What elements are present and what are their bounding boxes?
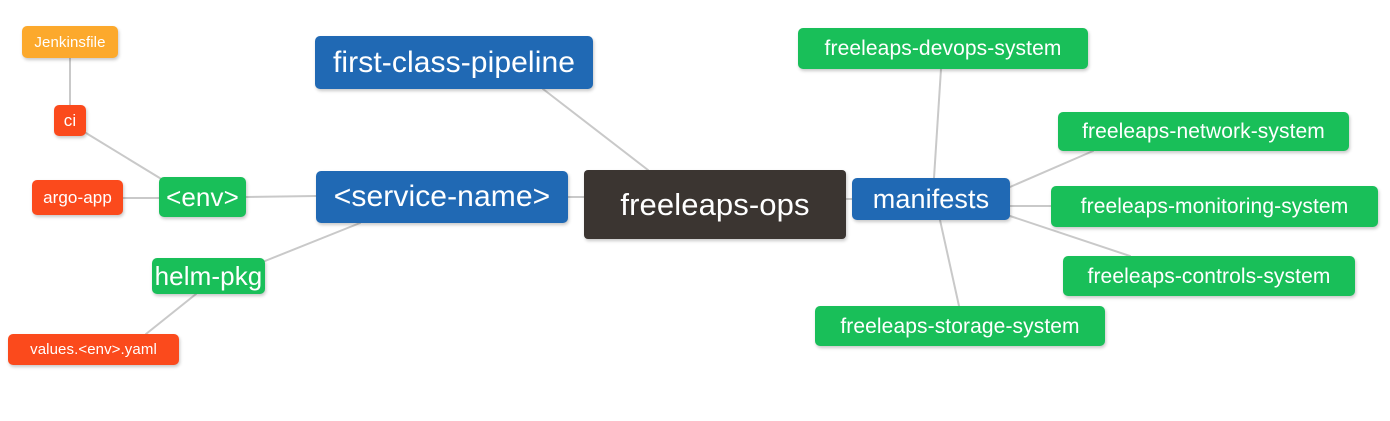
edge-helm-pkg-to-values-env-yaml — [145, 293, 197, 335]
node-env[interactable]: <env> — [159, 177, 246, 217]
node-network-system[interactable]: freeleaps-network-system — [1058, 112, 1349, 151]
node-jenkinsfile[interactable]: Jenkinsfile — [22, 26, 118, 58]
node-devops-system[interactable]: freeleaps-devops-system — [798, 28, 1088, 69]
node-label: freeleaps-monitoring-system — [1080, 195, 1349, 218]
node-argo-app[interactable]: argo-app — [32, 180, 123, 215]
node-label: freeleaps-controls-system — [1087, 264, 1331, 288]
node-label: Jenkinsfile — [34, 33, 106, 51]
node-monitoring-system[interactable]: freeleaps-monitoring-system — [1051, 186, 1378, 227]
node-label: <env> — [166, 182, 239, 212]
node-label: helm-pkg — [154, 261, 263, 291]
node-label: freeleaps-network-system — [1082, 120, 1325, 143]
node-label: freeleaps-storage-system — [840, 314, 1080, 338]
edge-manifests-to-storage-system — [939, 219, 960, 307]
node-label: freeleaps-ops — [620, 187, 810, 222]
node-values-env-yaml[interactable]: values.<env>.yaml — [8, 334, 179, 365]
node-label: manifests — [872, 183, 990, 214]
node-helm-pkg[interactable]: helm-pkg — [152, 258, 265, 294]
node-manifests[interactable]: manifests — [852, 178, 1010, 220]
node-ci[interactable]: ci — [54, 105, 86, 136]
node-service-name[interactable]: <service-name> — [316, 171, 568, 223]
node-label: first-class-pipeline — [332, 45, 576, 79]
edge-service-name-to-helm-pkg — [264, 222, 361, 262]
node-storage-system[interactable]: freeleaps-storage-system — [815, 306, 1105, 346]
node-label: argo-app — [43, 188, 112, 207]
node-controls-system[interactable]: freeleaps-controls-system — [1063, 256, 1355, 296]
edge-manifests-to-devops-system — [933, 68, 942, 179]
node-label: ci — [63, 111, 77, 130]
node-label: <service-name> — [333, 180, 551, 213]
node-first-class-pipeline[interactable]: first-class-pipeline — [315, 36, 593, 89]
edge-ci-to-env — [85, 132, 164, 181]
edge-first-class-pipeline-to-freeleaps-ops — [542, 88, 649, 171]
node-freeleaps-ops[interactable]: freeleaps-ops — [584, 170, 846, 239]
node-label: values.<env>.yaml — [30, 341, 157, 358]
edge-env-to-service-name — [245, 195, 317, 198]
node-label: freeleaps-devops-system — [824, 37, 1062, 60]
edge-manifests-to-network-system — [1009, 150, 1094, 188]
